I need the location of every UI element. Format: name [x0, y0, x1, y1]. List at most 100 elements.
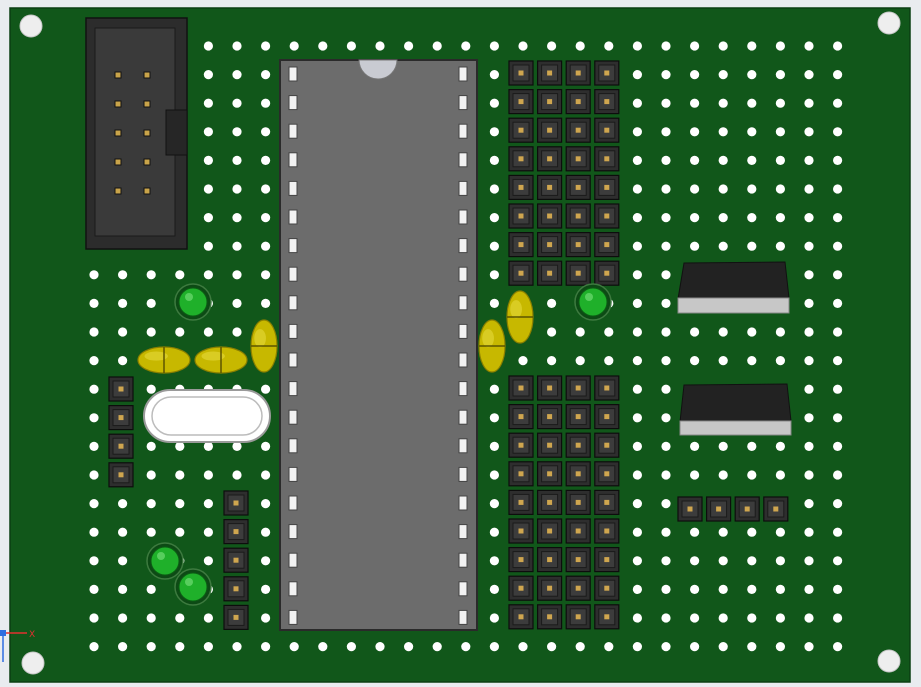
dip-pin-left [288, 352, 298, 368]
capacitor [478, 319, 506, 373]
board-hole [175, 499, 185, 509]
board-hole [375, 642, 385, 652]
board-hole [661, 584, 671, 595]
header-pin [594, 489, 620, 515]
board-hole [804, 384, 814, 394]
header-pin [565, 117, 591, 143]
dip-pin-left [288, 409, 298, 425]
header-pin [508, 375, 534, 401]
board-hole [175, 642, 185, 652]
board-hole [661, 98, 671, 108]
board-hole [718, 184, 728, 194]
board-hole [232, 298, 242, 308]
board-hole [203, 127, 213, 137]
board-hole [661, 298, 671, 308]
board-hole [833, 327, 843, 337]
board-hole [547, 356, 557, 366]
board-hole [89, 613, 99, 623]
board-hole [89, 642, 99, 652]
board-hole [747, 127, 757, 137]
board-hole [833, 499, 843, 509]
header-pin [565, 60, 591, 86]
board-hole [661, 470, 671, 480]
dip-pin-right [458, 180, 468, 196]
capacitor [194, 346, 248, 374]
board-hole [175, 613, 185, 623]
board-hole [775, 155, 786, 165]
led [574, 283, 612, 321]
header-pin [594, 432, 620, 458]
header-pin [565, 432, 591, 458]
board-hole [146, 584, 156, 595]
header-pin [565, 232, 591, 258]
header-pin [565, 461, 591, 487]
board-hole [661, 41, 671, 51]
header-pin [565, 575, 591, 601]
idc-pin [114, 71, 122, 79]
header-pin [565, 375, 591, 401]
board-hole [833, 155, 843, 165]
board-hole [489, 499, 499, 509]
x-axis-label: X [29, 630, 35, 640]
board-hole [261, 642, 271, 652]
board-hole [632, 127, 643, 137]
led [174, 283, 212, 321]
board-hole [747, 98, 757, 108]
dip-pin-left [288, 466, 298, 482]
board-hole [661, 241, 671, 251]
board-hole [489, 213, 499, 223]
board-hole [432, 41, 442, 51]
idc-pin [114, 100, 122, 108]
board-hole [89, 270, 99, 280]
dip-pin-right [458, 238, 468, 254]
board-hole [547, 642, 557, 652]
board-hole [690, 441, 700, 451]
board-hole [747, 470, 757, 480]
coordinate-triad: X [0, 630, 35, 662]
board-hole [661, 155, 671, 165]
dip-pin-left [288, 495, 298, 511]
board-hole [661, 499, 671, 509]
idc-pin [114, 158, 122, 166]
board-hole [575, 41, 585, 51]
board-hole [804, 613, 814, 623]
board-hole [747, 213, 757, 223]
dip-pins [288, 66, 468, 625]
header-pin [508, 117, 534, 143]
board-hole [747, 584, 757, 595]
idc-pin [143, 158, 151, 166]
board-hole [804, 556, 814, 566]
board-hole [632, 184, 643, 194]
board-hole [718, 613, 728, 623]
board-hole [747, 556, 757, 566]
capacitor [506, 290, 534, 344]
header-pin [508, 260, 534, 286]
board-hole [261, 184, 271, 194]
board-hole [604, 356, 614, 366]
board-hole [718, 556, 728, 566]
board-hole [89, 384, 99, 394]
board-hole [232, 470, 242, 480]
board-hole [690, 470, 700, 480]
led [146, 542, 184, 580]
dip-pin-left [288, 152, 298, 168]
board-hole [404, 41, 414, 51]
header-pin [223, 547, 249, 573]
smd-ic-2 [679, 383, 792, 436]
board-hole [261, 127, 271, 137]
header-pin [763, 496, 789, 522]
header-pin [565, 404, 591, 430]
board-hole [261, 556, 271, 566]
header-pin [223, 518, 249, 545]
board-hole [661, 556, 671, 566]
header-pin [508, 146, 534, 172]
board-hole [89, 327, 99, 337]
board-hole [718, 327, 728, 337]
board-hole [833, 584, 843, 595]
header-pin [565, 518, 591, 544]
header-pin [565, 203, 591, 229]
board-hole [261, 499, 271, 509]
header-pin [594, 203, 620, 229]
header-pin [508, 174, 534, 200]
